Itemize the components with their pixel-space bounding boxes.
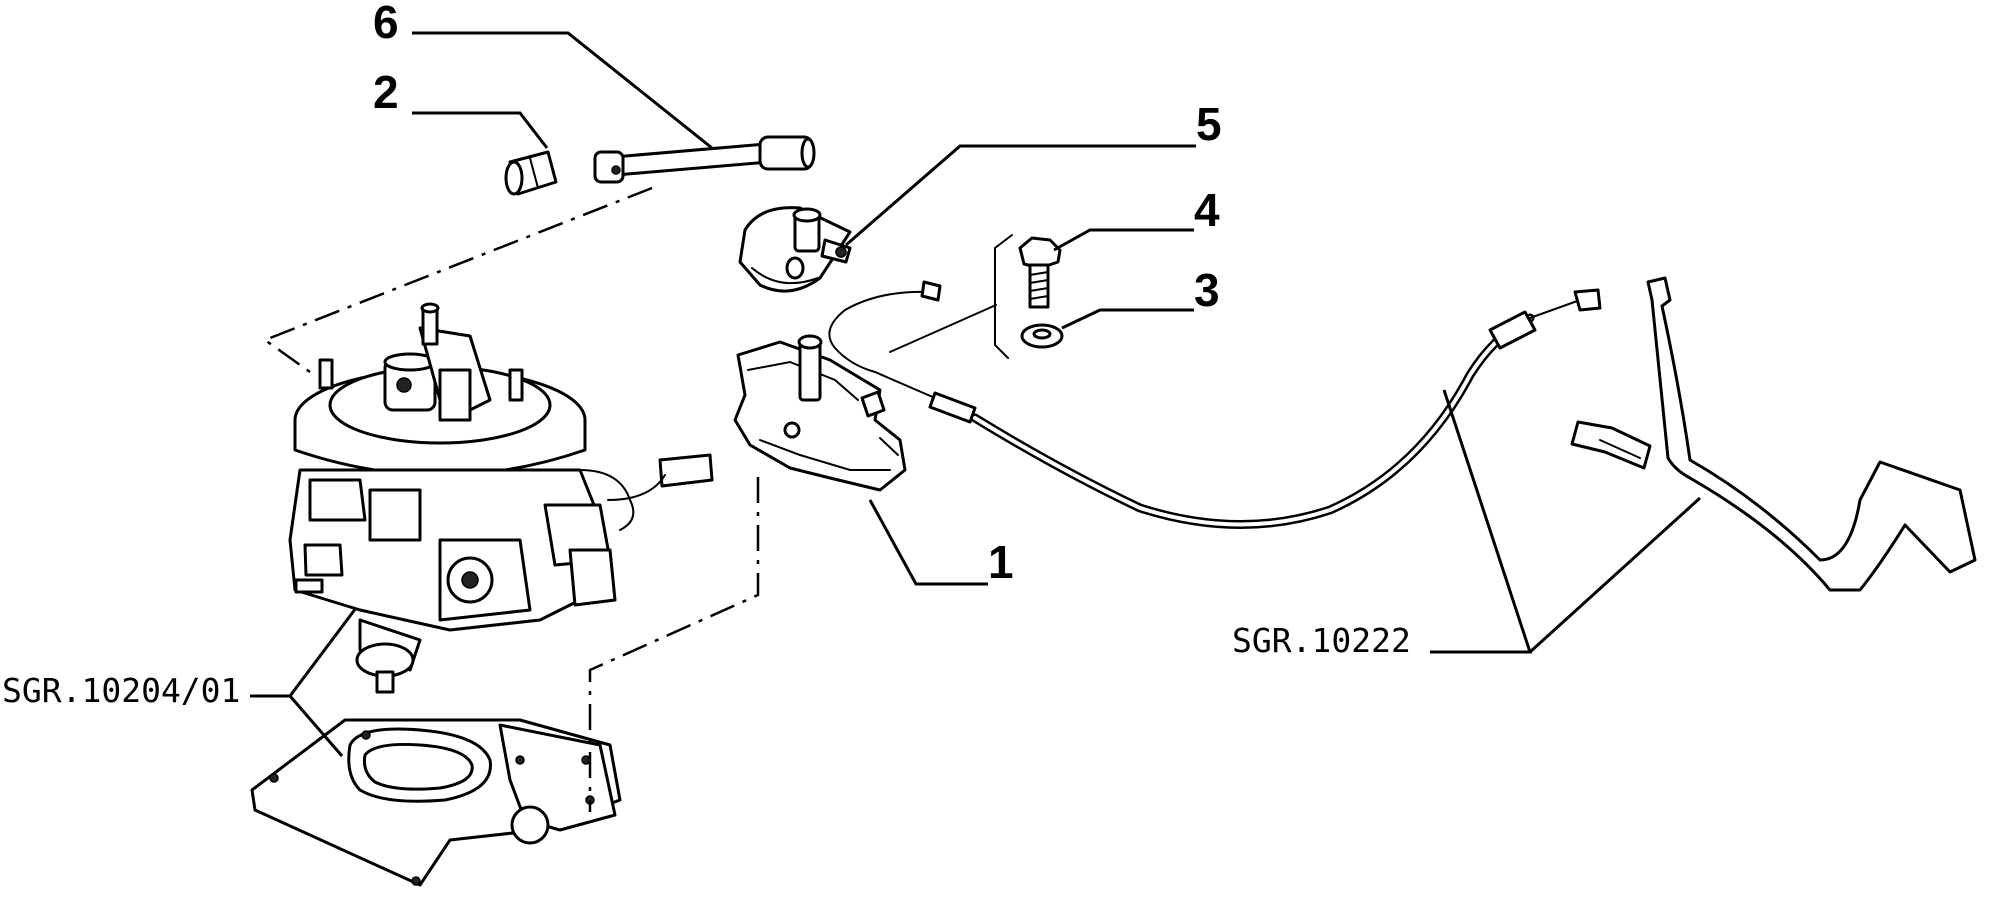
reference-label-sgr10222: SGR.10222 [1232,621,1411,660]
carburettor-assembly [288,302,714,694]
leader-4 [1053,228,1194,252]
throttle-cable [828,280,1602,529]
leader-2 [412,111,549,149]
callout-6: 6 [373,0,399,48]
part-2-sleeve [504,150,558,196]
mounting-plate [250,718,622,887]
leader-sgr10222-pedal [1528,496,1702,654]
alignment-line-upper [262,186,653,374]
accelerator-pedal [1570,276,1977,592]
leader-sgr10222 [1430,389,1533,654]
alignment-line-lower [588,477,760,812]
leader-bracket-to-cable [889,304,997,353]
callout-4: 4 [1194,184,1220,236]
leader-6 [412,31,713,150]
part-1-bracket [733,334,907,492]
callout-2: 2 [373,66,399,118]
part-4-bolt [1018,236,1062,309]
part-5-lever [738,206,852,293]
callout-1: 1 [988,536,1014,588]
part-6-link-rod [593,135,816,184]
leader-sgr10204 [250,607,358,698]
leader-5 [845,144,1196,247]
part-3-washer [1020,323,1064,349]
callout-3: 3 [1194,264,1220,316]
leader-3 [1061,308,1194,330]
leader-1 [868,499,988,586]
reference-label-sgr10204: SGR.10204/01 [2,671,240,710]
callout-5: 5 [1196,98,1222,150]
leader-sgr10204-plate [288,695,344,757]
fixing-bracket-line [994,234,1013,359]
